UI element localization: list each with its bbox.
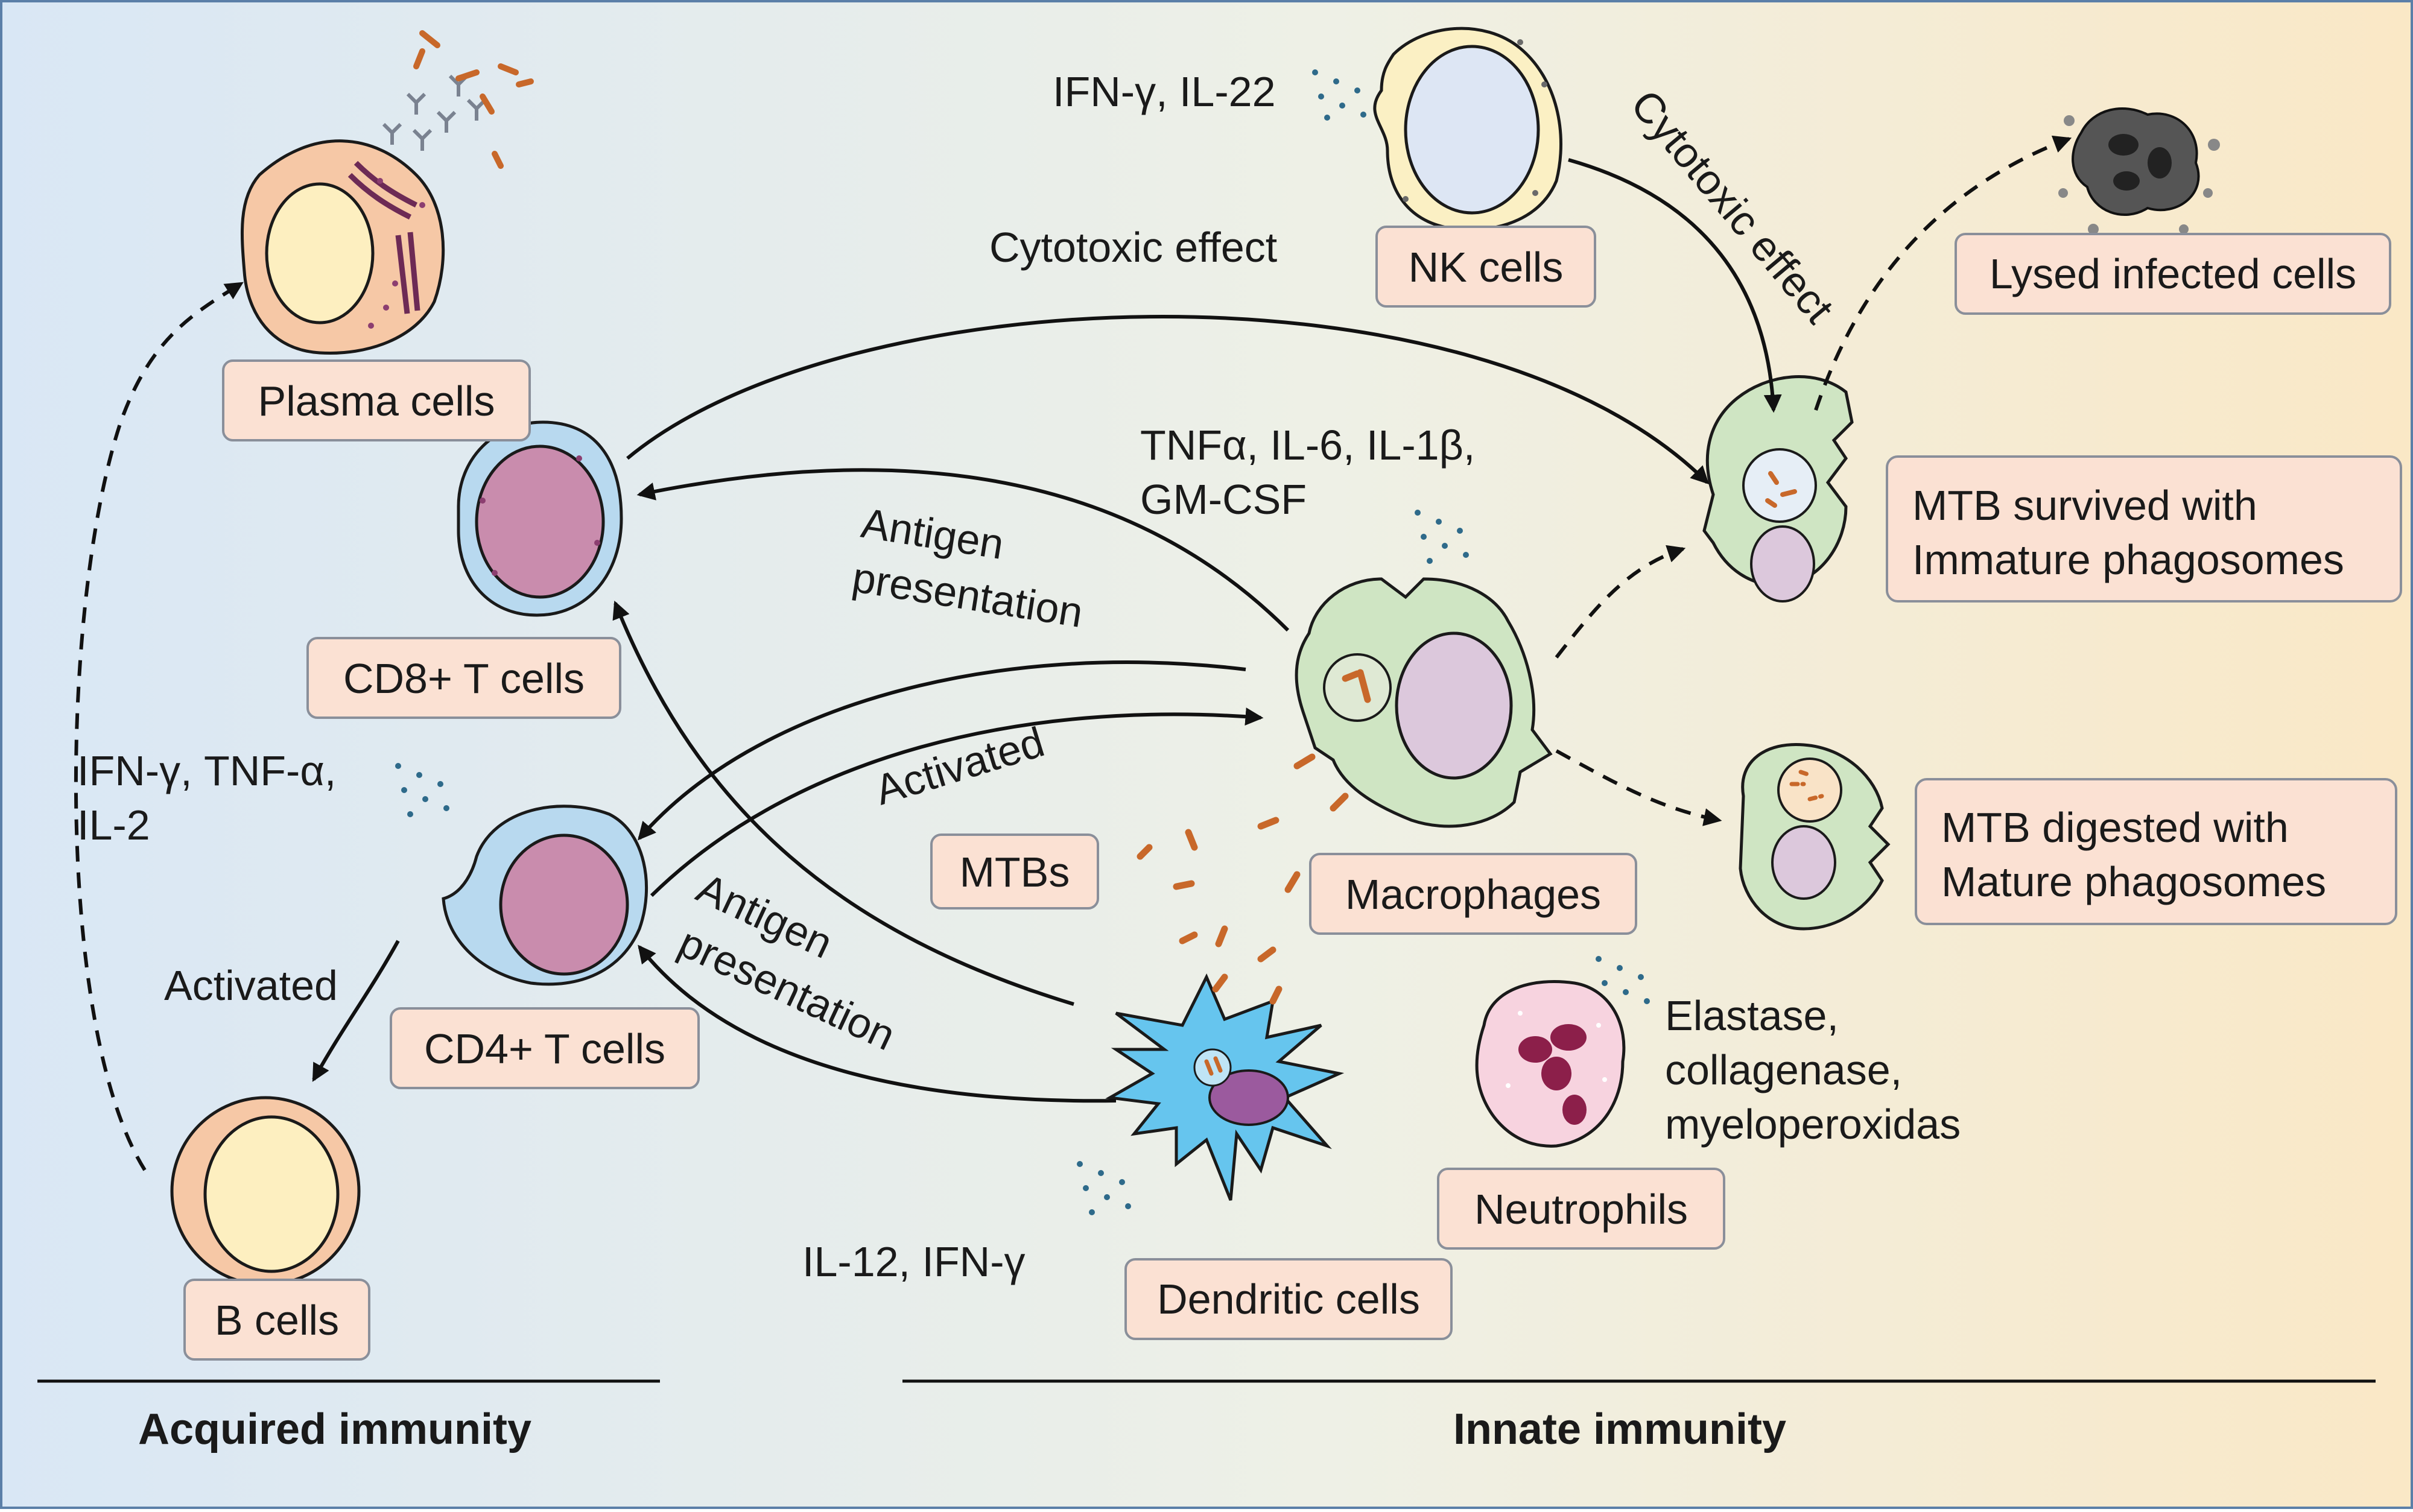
- mature-box: [1915, 778, 2397, 925]
- nk-cytokines-text: IFN-γ, IL-22: [1053, 68, 1276, 115]
- mature-label-line2: Mature phagosomes: [1941, 858, 2326, 905]
- neutrophil-icon: [1475, 980, 1626, 1148]
- cd8-t-cells-box: [306, 637, 621, 719]
- arrow-mac-to-cd4: [638, 660, 1246, 841]
- plasma-cells-label: Plasma cells: [258, 378, 495, 425]
- arrow-lysis: [1814, 135, 2072, 411]
- ctl-cytotoxic-text: Cytotoxic effect: [989, 224, 1277, 271]
- arrow-ctl-cytotoxic: [626, 315, 1710, 485]
- innate-immunity-heading: Innate immunity: [1453, 1405, 1786, 1453]
- neutrophil-enzymes-line1: Elastase,: [1665, 992, 1839, 1039]
- neutrophil-enzymes-line2: collagenase,: [1665, 1046, 1902, 1093]
- b-cells-label: B cells: [215, 1297, 339, 1344]
- arrow-to-immature: [1555, 545, 1686, 659]
- arrow-dc-to-cd8: [612, 600, 1074, 1006]
- dendritic-cells-box: [1124, 1258, 1453, 1340]
- macrophages-box: [1309, 853, 1637, 935]
- cd4-t-cells-label: CD4+ T cells: [424, 1025, 665, 1072]
- arrow-to-mature: [1555, 749, 1722, 826]
- neutrophils-box: [1437, 1168, 1725, 1250]
- mature-label-line1: MTB digested with: [1941, 804, 2289, 851]
- immature-phagosome-cell-icon: [1702, 375, 1854, 603]
- acquired-immunity-heading: Acquired immunity: [138, 1405, 531, 1453]
- mtb-bacteria-icon: [1137, 753, 1349, 1005]
- lysed-cell-icon: [2058, 107, 2220, 235]
- mtbs-label: MTBs: [960, 849, 1070, 896]
- dendritic-cells-label: Dendritic cells: [1157, 1276, 1420, 1323]
- mtbs-box: [930, 833, 1099, 909]
- cd8-t-cells-label: CD8+ T cells: [343, 655, 585, 702]
- macrophage-icon: [1295, 577, 1553, 828]
- arrow-nk-cytotoxic: [1568, 158, 1782, 413]
- immature-label-line1: MTB survived with: [1912, 482, 2257, 529]
- mature-phagosome-cell-icon: [1739, 742, 1891, 931]
- immature-label-line2: Immature phagosomes: [1912, 536, 2344, 583]
- macrophages-label: Macrophages: [1345, 871, 1601, 918]
- t-cytokines-line2: IL-2: [77, 802, 150, 849]
- mac-cytokines-line2: GM-CSF: [1140, 476, 1307, 523]
- neutrophils-label: Neutrophils: [1474, 1186, 1688, 1233]
- nk-cells-label: NK cells: [1409, 244, 1564, 291]
- dc-cytokines-text: IL-12, IFN-γ: [802, 1238, 1026, 1285]
- arrow-cd4-to-b: [312, 940, 400, 1082]
- arrows: [74, 135, 2072, 1171]
- cd4-t-cell-icon: [442, 805, 648, 986]
- arrow-mac-to-cd8: [636, 468, 1290, 632]
- b-cells-box: [183, 1279, 370, 1361]
- cd8-t-cell-icon: [457, 420, 623, 617]
- arrow-dc-to-cd4: [638, 944, 1117, 1103]
- plasma-cells-box: [222, 359, 531, 441]
- cd4-t-cells-box: [390, 1007, 700, 1089]
- neutrophil-enzymes-line3: myeloperoxidas: [1665, 1101, 1961, 1148]
- dendritic-cell-icon: [1105, 973, 1345, 1201]
- plasma-cell-icon: [240, 30, 534, 355]
- arrow-cd4-activates-mac: [650, 707, 1264, 897]
- b-cell-icon: [170, 1096, 361, 1286]
- cytokine-dots-icon: [395, 69, 1650, 1215]
- label-boxes: Plasma cells CD8+ T cells CD4+ T cells B…: [183, 226, 2402, 1361]
- lysed-cells-box: [1955, 233, 2391, 315]
- nk-cells-box: [1375, 226, 1596, 308]
- section-footer: Acquired immunity Innate immunity: [37, 1379, 2376, 1453]
- immature-box: [1886, 455, 2402, 603]
- lysed-cells-label: Lysed infected cells: [1990, 250, 2356, 297]
- activated-b-text: Activated: [164, 962, 338, 1009]
- mac-cytokines-line1: TNFα, IL-6, IL-1β,: [1140, 422, 1475, 469]
- t-cytokines-line1: IFN-γ, TNF-α,: [77, 747, 336, 794]
